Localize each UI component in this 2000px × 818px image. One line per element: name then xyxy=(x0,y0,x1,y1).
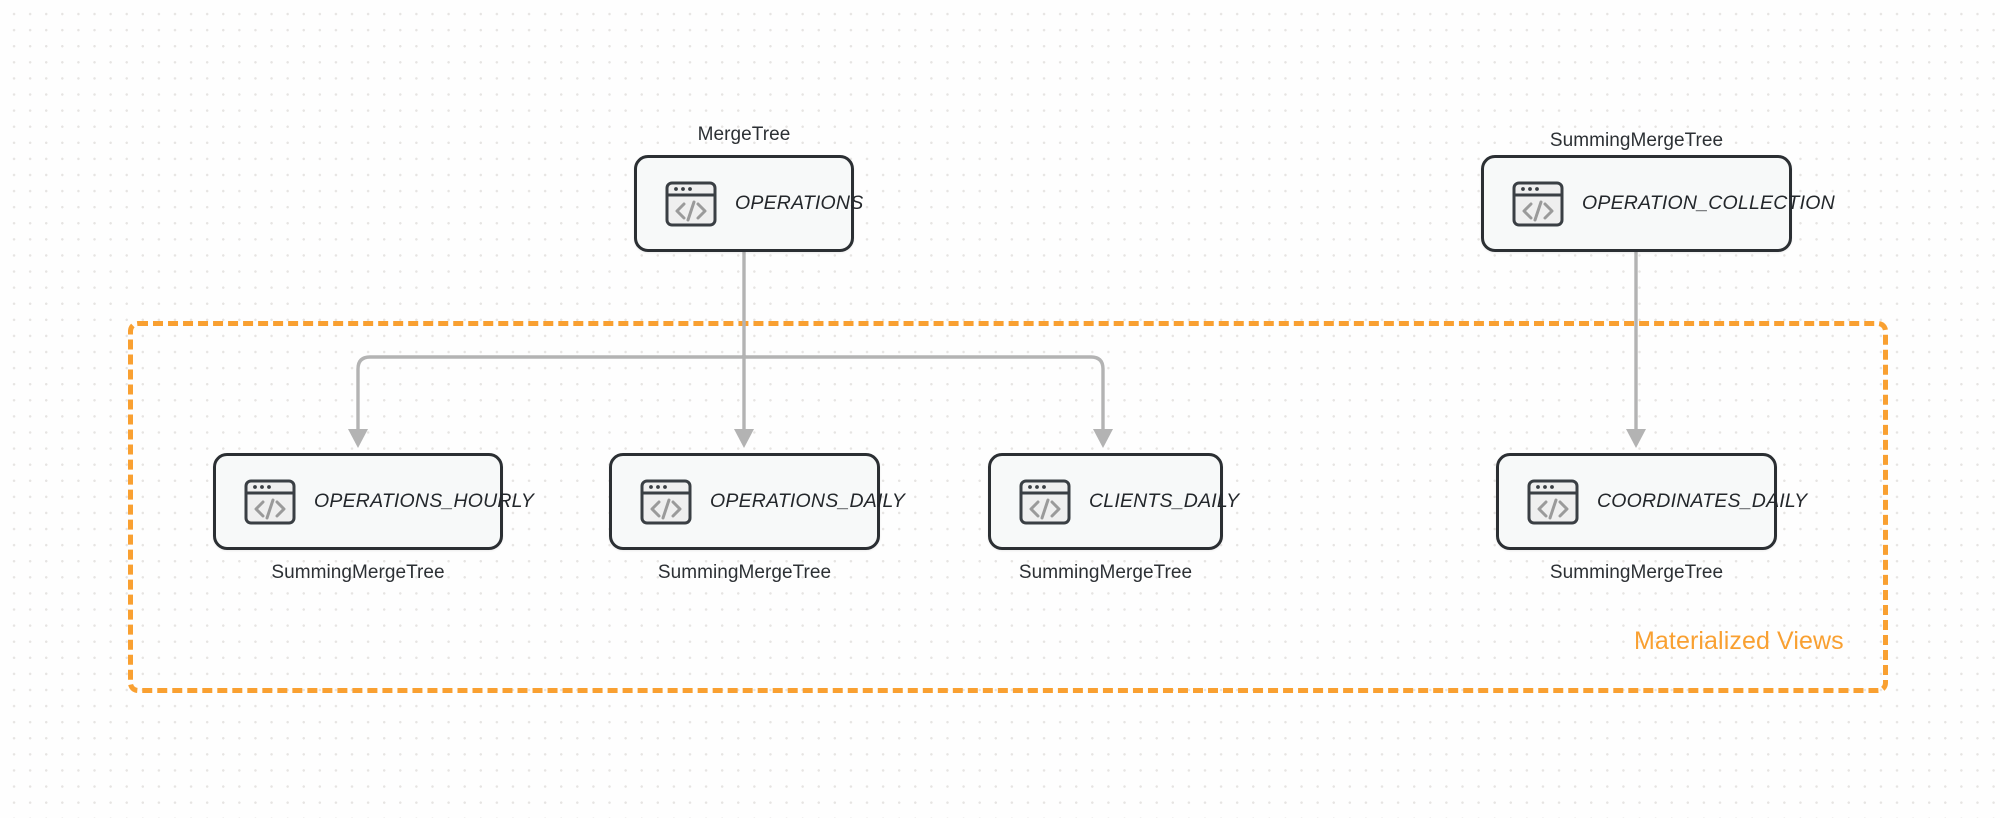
node-title-clients-daily: CLIENTS_DAILY xyxy=(1089,490,1240,512)
engine-label-operation-collection: SummingMergeTree xyxy=(1549,130,1724,151)
code-window-icon xyxy=(640,479,692,524)
node-title-operations-daily: OPERATIONS_DAILY xyxy=(710,490,906,512)
code-window-icon xyxy=(244,479,296,524)
node-title-operation-collection: OPERATION_COLLECTION xyxy=(1582,192,1835,214)
node-operations-hourly[interactable]: OPERATIONS_HOURLY xyxy=(213,453,534,550)
node-operations-daily[interactable]: OPERATIONS_DAILY xyxy=(609,453,905,550)
code-window-icon xyxy=(1019,479,1071,524)
code-window-icon xyxy=(665,181,717,226)
node-coordinates-daily[interactable]: COORDINATES_DAILY xyxy=(1496,453,1807,550)
node-operation-collection[interactable]: OPERATION_COLLECTION xyxy=(1481,155,1835,252)
engine-label-coordinates-daily: SummingMergeTree xyxy=(1549,562,1724,583)
engine-label-operations-hourly: SummingMergeTree xyxy=(271,562,445,583)
node-title-operations-hourly: OPERATIONS_HOURLY xyxy=(314,490,535,512)
engine-label-clients-daily: SummingMergeTree xyxy=(1018,562,1193,583)
code-window-icon xyxy=(1527,479,1579,524)
node-clients-daily[interactable]: CLIENTS_DAILY xyxy=(988,453,1239,550)
materialized-views-group-label: Materialized Views xyxy=(1634,627,1844,655)
node-title-operations: OPERATIONS xyxy=(735,192,864,214)
engine-label-operations-daily: SummingMergeTree xyxy=(657,562,832,583)
materialized-views-group xyxy=(128,321,1888,693)
node-operations[interactable]: OPERATIONS xyxy=(634,155,863,252)
code-window-icon xyxy=(1512,181,1564,226)
node-title-coordinates-daily: COORDINATES_DAILY xyxy=(1597,490,1808,512)
engine-label-operations: MergeTree xyxy=(697,124,791,145)
